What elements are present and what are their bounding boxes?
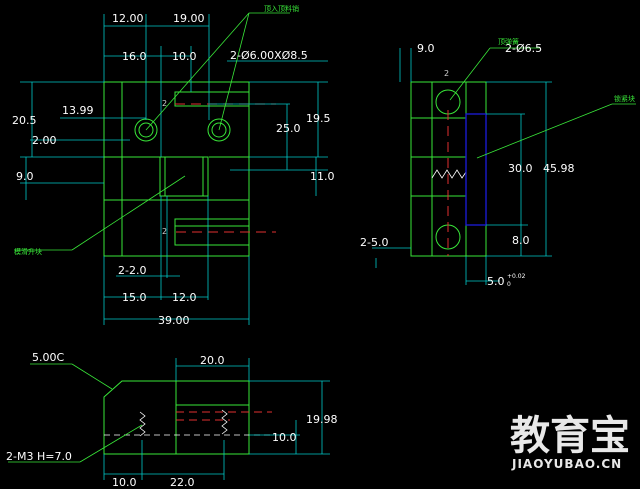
dim-25-0: 25.0 bbox=[276, 122, 301, 135]
dim-2-00: 2.00 bbox=[32, 134, 57, 147]
dim-20-0: 20.0 bbox=[200, 354, 225, 367]
note-ejector-pin: 顶入顶料销 bbox=[264, 4, 299, 13]
dim-16: 16.0 bbox=[122, 50, 147, 63]
dim-hole-spec: 2-Ø6.00XØ8.5 bbox=[230, 49, 308, 62]
dim-15-0: 15.0 bbox=[122, 291, 147, 304]
dim-11-0: 11.0 bbox=[310, 170, 335, 183]
dim-tol-minus: 0 bbox=[507, 281, 511, 288]
watermark-logo-text: 教育宝 bbox=[510, 413, 630, 459]
side-view: 2 9.0 2-Ø6.5 30.0 45.98 8.0 2-5.0 5.0 +0… bbox=[360, 37, 636, 288]
dim-side-9-0: 9.0 bbox=[417, 42, 435, 55]
bottom-view-hidden-lines bbox=[176, 411, 272, 421]
watermark-url: JIAOYUBAO.CN bbox=[511, 457, 622, 471]
note-lock-block: 锁紧块 bbox=[614, 94, 635, 103]
dim-22-0: 22.0 bbox=[170, 476, 195, 489]
watermark: 教育宝 JIAOYUBAO.CN bbox=[510, 413, 630, 471]
thread-icon bbox=[139, 411, 146, 437]
lock-block bbox=[465, 113, 487, 226]
dim-spring-spec: 2-Ø6.5 bbox=[505, 42, 542, 55]
dim-30-0: 30.0 bbox=[508, 162, 533, 175]
dim-10-0-right: 10.0 bbox=[272, 431, 297, 444]
dim-thread-spec: 2-M3 H=7.0 bbox=[6, 450, 72, 463]
dim-8-0: 8.0 bbox=[512, 234, 530, 247]
dim-19-98: 19.98 bbox=[306, 413, 338, 426]
dim-2-5-0: 2-5.0 bbox=[360, 236, 388, 249]
note-slider-block: 模滑升块 bbox=[14, 247, 42, 256]
dim-19-5: 19.5 bbox=[306, 112, 331, 125]
side-view-dimension-lines bbox=[372, 48, 552, 285]
dim-12: 12.00 bbox=[112, 12, 144, 25]
dim-13-99: 13.99 bbox=[62, 104, 94, 117]
dim-5-0: 5.0 bbox=[487, 275, 505, 288]
bottom-view: 5.00C 20.0 19.98 2-M3 H=7.0 10.0 10.0 22… bbox=[6, 351, 338, 489]
dim-9-0: 9.0 bbox=[16, 170, 34, 183]
dim-19: 19.00 bbox=[173, 12, 205, 25]
side-view-leaders bbox=[449, 47, 636, 159]
dim-45-98: 45.98 bbox=[543, 162, 575, 175]
front-view: 2 2 12.00 19.00 16.0 10.0 2-Ø6.00XØ8.5 1… bbox=[12, 4, 335, 327]
dim-39-00: 39.00 bbox=[158, 314, 190, 327]
front-view-marker: 2 bbox=[162, 227, 167, 236]
spring-icon bbox=[431, 169, 467, 179]
thread-icon bbox=[221, 409, 228, 435]
front-view-dimension-lines bbox=[20, 14, 328, 325]
dim-10-0-bottom: 10.0 bbox=[112, 476, 137, 489]
dim-12-0: 12.0 bbox=[172, 291, 197, 304]
dim-10: 10.0 bbox=[172, 50, 197, 63]
front-view-marker: 2 bbox=[162, 99, 167, 108]
dim-tol-plus: +0.02 bbox=[507, 273, 526, 280]
note-spring: 顶弹簧 bbox=[498, 37, 519, 46]
bottom-view-dimension-lines bbox=[103, 358, 330, 480]
bottom-view-leaders bbox=[8, 363, 143, 463]
bottom-view-outline bbox=[103, 380, 250, 455]
front-view-leaders bbox=[14, 12, 290, 251]
dim-2-2-0: 2-2.0 bbox=[118, 264, 146, 277]
side-view-marker: 2 bbox=[444, 69, 449, 78]
dim-20-5: 20.5 bbox=[12, 114, 37, 127]
dim-chamfer: 5.00C bbox=[32, 351, 64, 364]
